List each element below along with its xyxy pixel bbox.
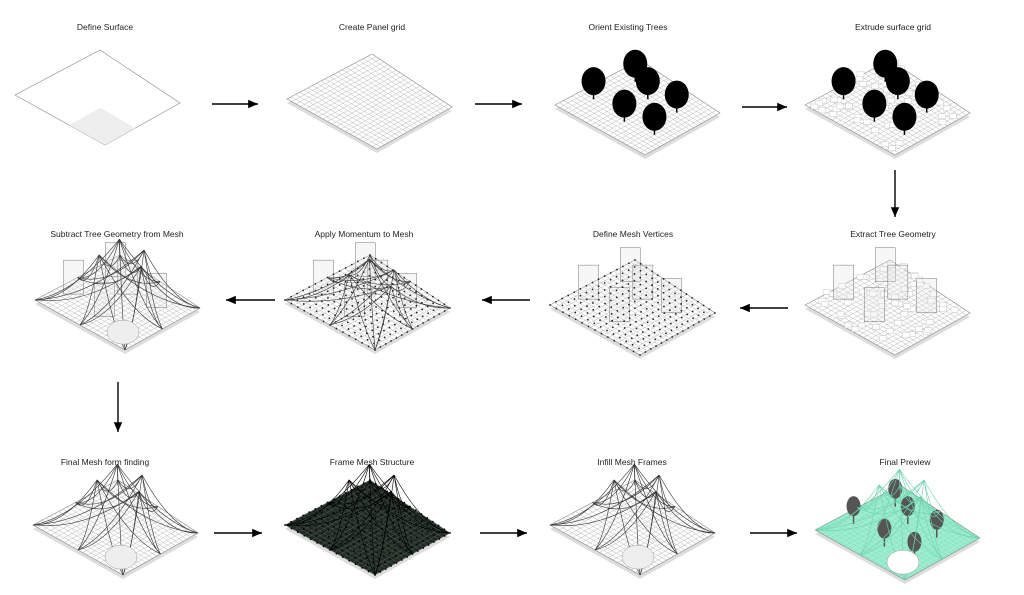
tree-icon bbox=[892, 102, 917, 131]
step-illustration-trees bbox=[554, 49, 721, 159]
step-label-extract-tree-geometry: Extract Tree Geometry bbox=[850, 229, 936, 239]
step-label-extrude-grid: Extrude surface grid bbox=[854, 22, 932, 32]
tree-icon bbox=[885, 67, 910, 96]
tree-icon bbox=[914, 80, 939, 109]
step-illustration-infill bbox=[549, 463, 716, 579]
tree-icon bbox=[581, 67, 606, 96]
tree-bounding-box bbox=[916, 278, 937, 313]
step-label-apply-momentum: Apply Momentum to Mesh bbox=[314, 229, 414, 239]
step-illustration-plain bbox=[14, 49, 181, 146]
tree-icon bbox=[635, 67, 660, 96]
tree-bounding-box bbox=[632, 264, 654, 300]
step-illustration-subtract bbox=[34, 238, 201, 354]
step-illustration-vertices bbox=[549, 247, 716, 359]
tree-bounding-box bbox=[887, 264, 909, 300]
step-label-orient-trees: Orient Existing Trees bbox=[588, 22, 668, 32]
step-illustration-frame bbox=[284, 463, 451, 579]
tree-bounding-box bbox=[833, 264, 854, 300]
tree-bounding-box bbox=[313, 259, 334, 295]
step-illustration-grid bbox=[286, 53, 453, 153]
step-label-final-preview: Final Preview bbox=[879, 457, 931, 467]
tree-bounding-box bbox=[63, 259, 84, 295]
step-label-create-panel-grid: Create Panel grid bbox=[338, 22, 406, 32]
tree-bounding-box bbox=[355, 242, 376, 277]
tree-bounding-box bbox=[578, 264, 599, 300]
tree-bounding-box bbox=[609, 287, 630, 322]
step-illustration-final bbox=[814, 468, 981, 584]
step-label-infill-mesh-frames: Infill Mesh Frames bbox=[597, 457, 667, 467]
tree-icon bbox=[877, 518, 892, 539]
step-label-final-mesh-form-finding: Final Mesh form finding bbox=[60, 457, 150, 467]
tree-icon bbox=[612, 89, 637, 118]
tree-bounding-box bbox=[875, 247, 896, 282]
surface-plate bbox=[286, 53, 453, 150]
tree-icon bbox=[831, 67, 856, 96]
step-label-define-mesh-vertices: Define Mesh Vertices bbox=[592, 229, 674, 239]
tree-icon bbox=[862, 89, 887, 118]
step-illustration-momentum bbox=[284, 242, 451, 354]
surface-plate bbox=[284, 479, 451, 576]
step-illustration-boxes bbox=[804, 247, 971, 359]
tree-bounding-box bbox=[661, 278, 682, 313]
step-label-frame-mesh-structure: Frame Mesh Structure bbox=[329, 457, 415, 467]
step-illustration-mesh bbox=[32, 463, 199, 579]
step-illustration-extrude bbox=[804, 49, 971, 159]
step-label-define-surface: Define Surface bbox=[76, 22, 134, 32]
tree-icon bbox=[664, 80, 689, 109]
tree-icon bbox=[642, 102, 667, 131]
tree-bounding-box bbox=[864, 287, 885, 322]
step-label-subtract-tree-geometry: Subtract Tree Geometry from Mesh bbox=[50, 229, 184, 239]
tree-bounding-box bbox=[620, 247, 641, 282]
